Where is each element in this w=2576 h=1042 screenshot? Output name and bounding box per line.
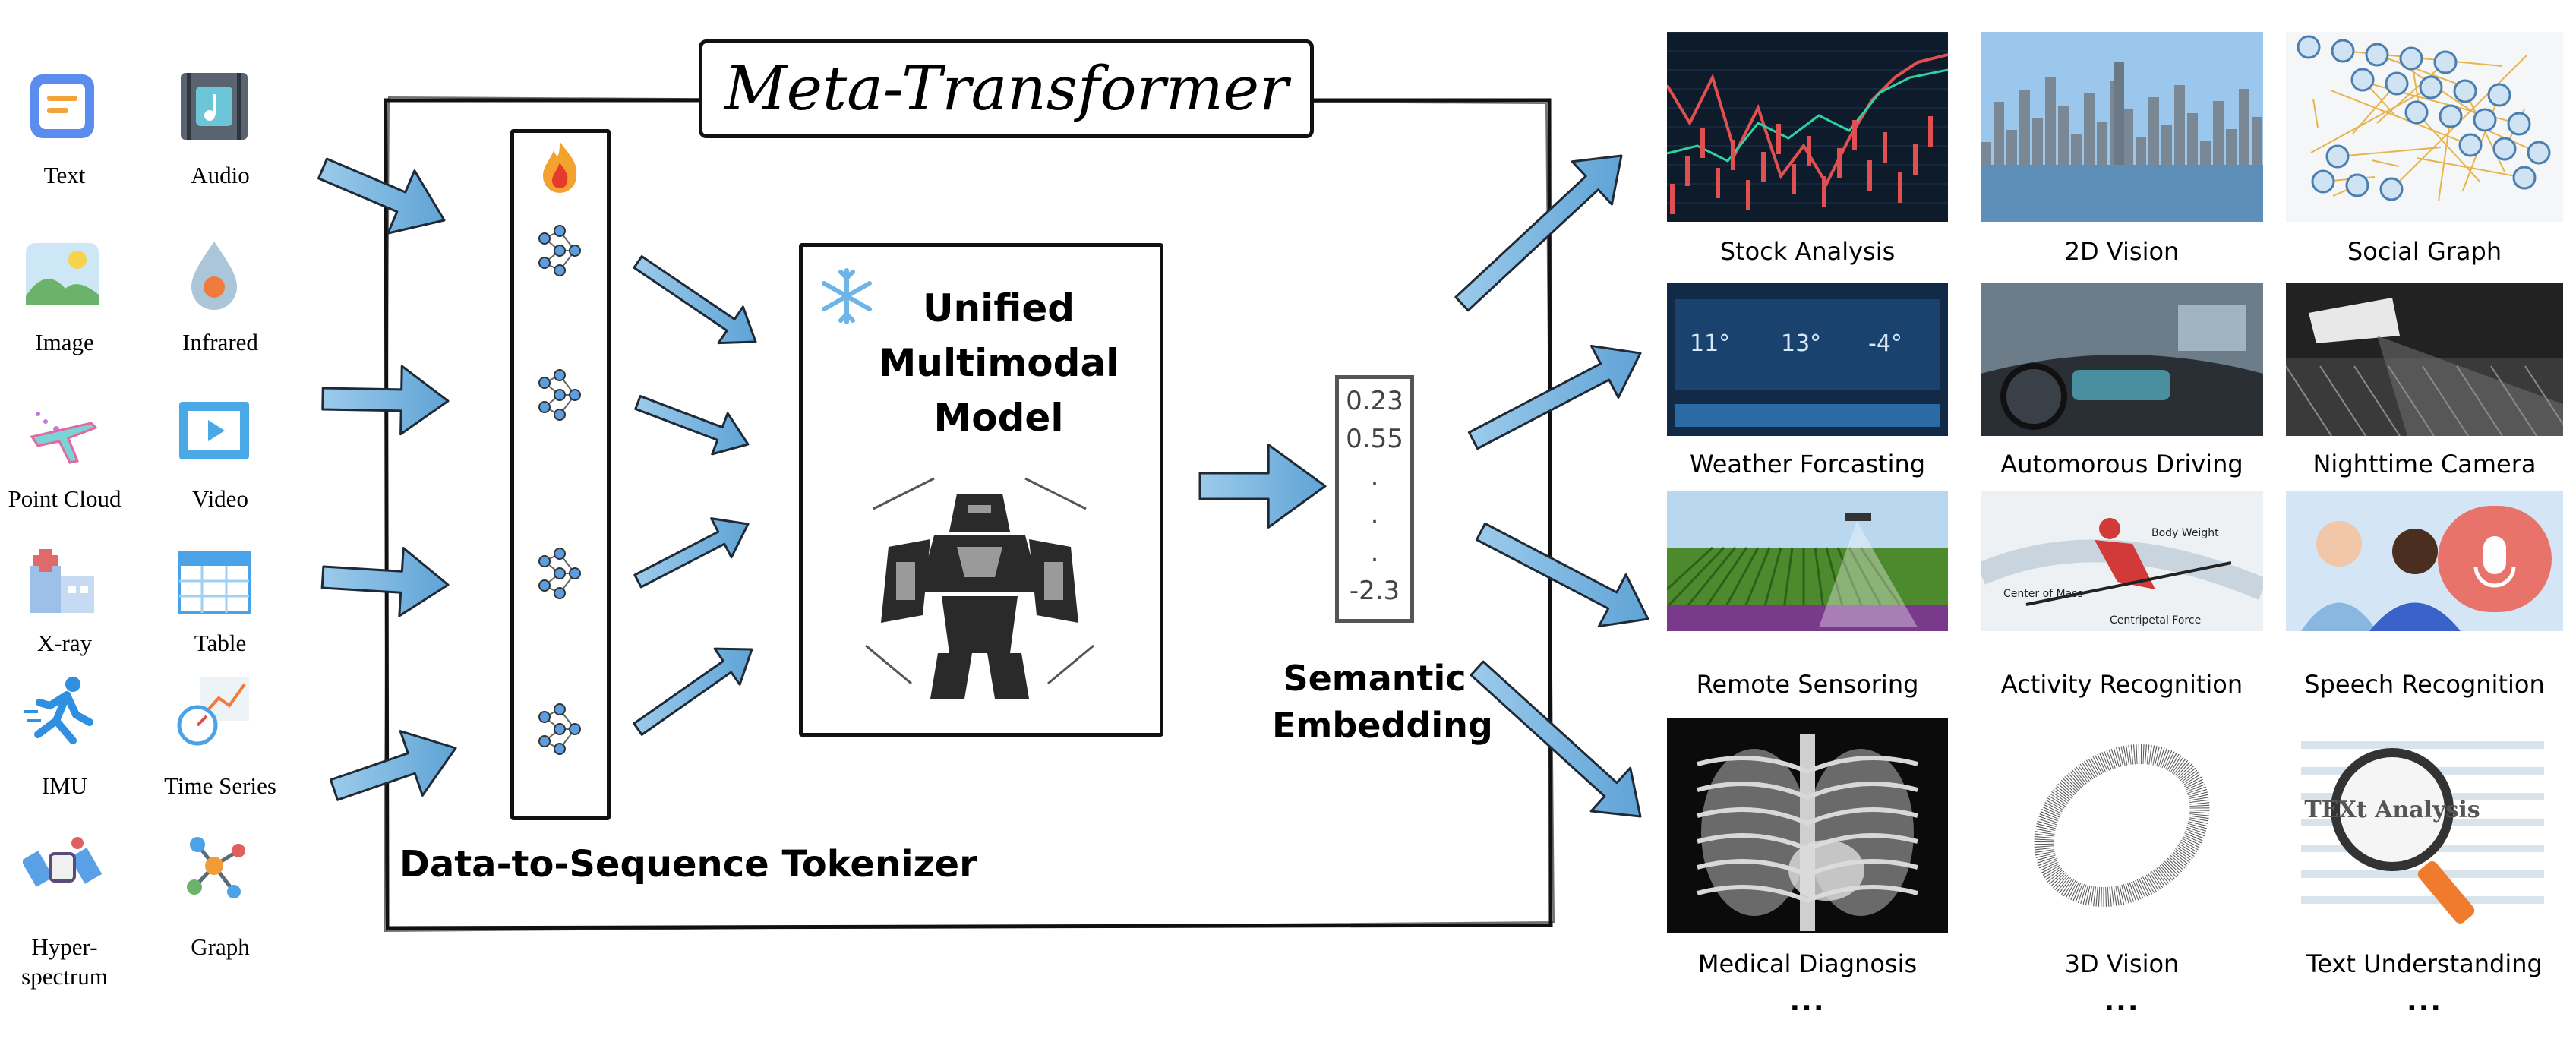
application-label: Text Understanding [2306, 949, 2543, 978]
model-label: Unified Multimodal Model [851, 281, 1147, 445]
modality-label: X-ray [36, 630, 93, 656]
flow-arrow [633, 647, 753, 736]
application-label: Remote Sensoring [1696, 670, 1919, 699]
network-icon [529, 543, 590, 604]
airplane-point-cloud-icon [23, 391, 102, 470]
network-icon [529, 220, 590, 281]
embedding-vector-box: 0.23 0.55 . . . -2.3 [1335, 375, 1414, 623]
modality-label: Text [43, 162, 86, 188]
embedding-value: 0.23 [1346, 386, 1403, 416]
application-label: Automorous Driving [2000, 450, 2243, 478]
application-label: Weather Forcasting [1689, 450, 1926, 478]
flow-arrow [317, 157, 446, 235]
embedding-value: . [1370, 500, 1379, 530]
application-label: 2D Vision [2064, 237, 2180, 266]
table-grid-icon [175, 543, 254, 622]
application-image [1667, 32, 1948, 222]
embedding-label-line-1: Semantic [1283, 658, 1466, 699]
modality-label: Hyper- spectrum [21, 933, 108, 990]
embedding-value: 0.55 [1346, 424, 1403, 454]
graph-nodes-icon [175, 828, 254, 907]
magnified-text: TEXt Analysis [2304, 797, 2480, 823]
embedding-value: . [1370, 462, 1379, 492]
weather-temp: 13° [1781, 330, 1821, 357]
application-image [1981, 283, 2263, 436]
unified-model-box [799, 243, 1163, 737]
flow-arrow [321, 365, 450, 436]
application-label: Social Graph [2347, 237, 2502, 266]
text-document-icon [23, 68, 102, 147]
flow-arrow [1467, 344, 1642, 450]
running-person-icon [23, 672, 102, 751]
application-image [2286, 491, 2563, 631]
application-label: Nighttime Camera [2312, 450, 2537, 478]
flow-arrow [633, 255, 757, 345]
embedding-value: -2.3 [1349, 576, 1400, 606]
modality-label: Graph [191, 933, 250, 960]
application-label: Medical Diagnosis [1697, 949, 1918, 978]
modality-label: Time Series [164, 772, 276, 799]
weather-temp: -4° [1868, 330, 1902, 357]
fire-icon [529, 137, 590, 197]
modality-label: Infrared [182, 329, 258, 355]
modality-label: Audio [191, 162, 250, 188]
satellite-icon [21, 828, 103, 907]
chart-label: Center of Mass [2003, 588, 2083, 600]
flow-arrow [1470, 660, 1642, 818]
landscape-image-icon [23, 235, 102, 314]
tokenizer-column [510, 129, 611, 820]
network-icon [529, 365, 590, 425]
application-image [1981, 718, 2263, 933]
modality-label: Point Cloud [8, 485, 122, 512]
chart-label: Body Weight [2151, 527, 2219, 539]
snowflake-icon [816, 266, 877, 327]
application-image: TEXt Analysis [2286, 718, 2563, 933]
flow-arrow [1454, 154, 1623, 312]
flow-arrow [1198, 444, 1327, 529]
hospital-icon [23, 543, 102, 622]
embedding-label: Semantic Embedding [1272, 655, 1493, 749]
application-image [1667, 718, 1948, 933]
more-ellipsis: ... [2406, 986, 2443, 1017]
flow-arrow [320, 547, 450, 617]
video-play-icon [175, 391, 254, 470]
compass-chart-icon [175, 672, 254, 751]
more-ellipsis: ... [1789, 986, 1826, 1017]
diagram-title-text: Meta-Transformer [724, 53, 1289, 124]
model-label-line-3: Model [933, 396, 1064, 440]
music-file-icon [175, 68, 254, 147]
modality-label: Image [35, 329, 94, 355]
robot-image [858, 463, 1101, 706]
application-image: 11° 13° -4° [1667, 283, 1948, 436]
application-label: 3D Vision [2064, 949, 2180, 978]
modality-label: IMU [41, 772, 88, 799]
application-image [1981, 32, 2263, 222]
application-image [2286, 32, 2563, 222]
chart-label: Centripetal Force [2110, 614, 2201, 627]
model-label-line-2: Multimodal [878, 341, 1119, 385]
flow-arrow [1475, 522, 1649, 628]
application-label: Stock Analysis [1719, 237, 1896, 266]
modality-label: Table [194, 630, 247, 656]
network-icon [529, 699, 590, 759]
flow-arrow [634, 395, 750, 456]
flow-arrow [633, 517, 750, 589]
embedding-value: . [1370, 538, 1379, 568]
application-label: Speech Recognition [2304, 670, 2545, 699]
modality-label: Video [192, 485, 248, 512]
application-image [1667, 491, 1948, 631]
diagram-title: Meta-Transformer [699, 39, 1314, 138]
tokenizer-label: Data-to-Sequence Tokenizer [399, 843, 977, 886]
more-ellipsis: ... [2104, 986, 2140, 1017]
thermal-drop-icon [175, 235, 254, 314]
application-image [2286, 283, 2563, 436]
application-label: Activity Recognition [2000, 670, 2243, 699]
model-label-line-1: Unified [922, 286, 1075, 330]
flow-arrow [329, 730, 457, 801]
embedding-label-line-2: Embedding [1272, 705, 1493, 746]
weather-temp: 11° [1690, 330, 1730, 357]
